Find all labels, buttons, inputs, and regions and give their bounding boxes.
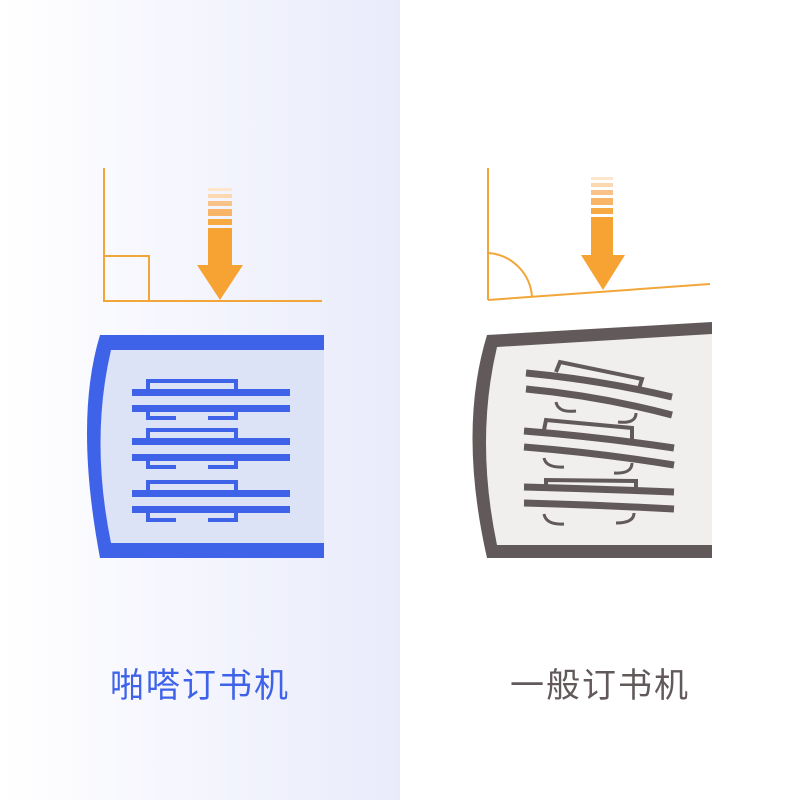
right-angle-marker [103,168,322,302]
flat-staple [132,480,290,522]
bent-staple [523,417,675,475]
right-panel [400,0,800,800]
flat-staple [132,428,290,469]
flat-stapler-illustration [87,168,324,558]
flat-staple-icon [132,379,290,522]
down-arrow-icon [581,177,625,290]
left-caption: 啪嗒订书机 [110,666,290,706]
bent-staple-icon [523,359,675,526]
flat-staple [132,379,290,420]
paper-stack [87,335,324,558]
down-arrow-icon [197,188,243,300]
bent-staple [523,477,675,526]
left-panel [0,0,400,800]
right-caption: 一般订书机 [510,666,690,706]
bent-staple [525,359,673,424]
regular-stapler-illustration [472,168,712,558]
arc-angle-marker [487,168,711,301]
